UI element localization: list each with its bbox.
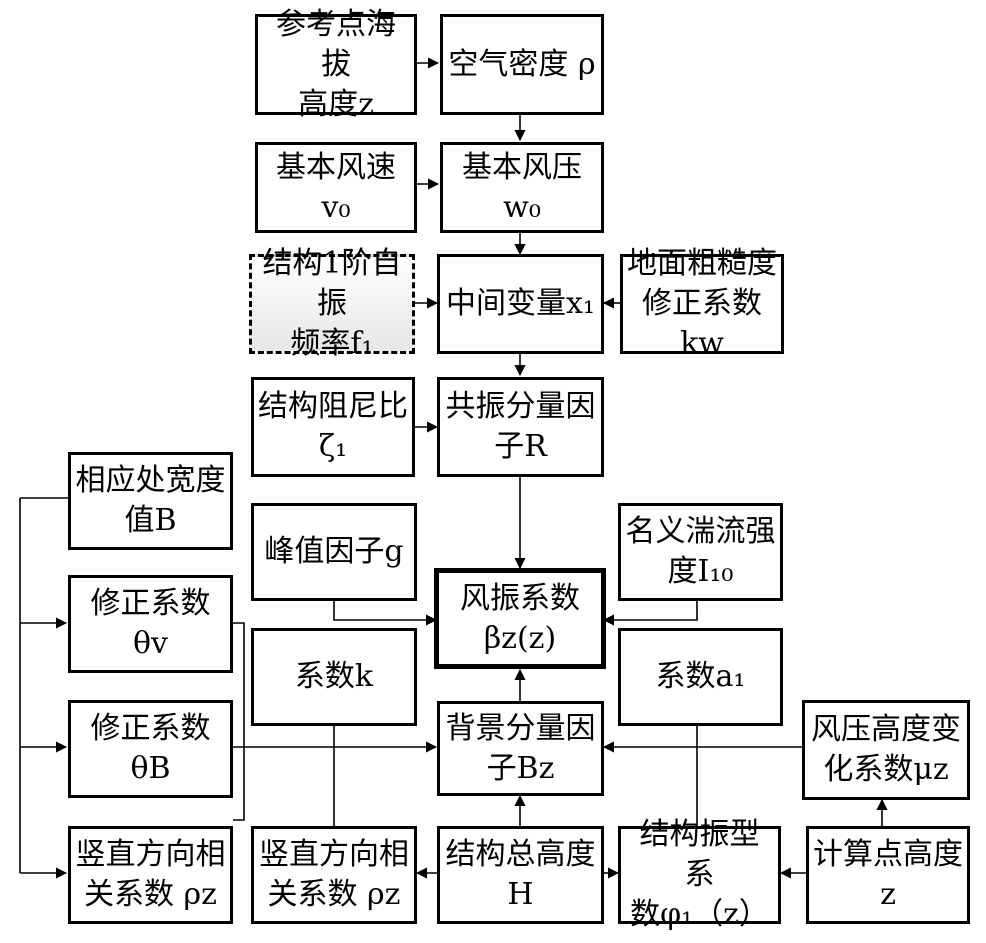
box-peak-factor: 峰值因子g [251, 503, 417, 601]
box-turbulence-intensity: 名义湍流强 度I₁₀ [618, 503, 783, 601]
box-ref-altitude: 参考点海拔 高度z [255, 7, 417, 122]
box-width-b: 相应处宽度 值B [68, 452, 233, 550]
box-total-height-label: 结构总高度 H [445, 837, 596, 912]
box-natural-frequency: 结构1阶自振 频率f₁ [249, 246, 415, 361]
box-vertical-correlation-mid-label: 竖直方向相 关系数 ρz [259, 837, 409, 912]
box-wind-vibration-coefficient: 风振系数 βz(z) [434, 568, 606, 669]
box-damping-ratio: 结构阻尼比 ζ₁ [251, 377, 415, 477]
box-mode-shape: 结构振型系 数φ₁（z） [618, 817, 781, 932]
box-theta-v-label: 修正系数θv [90, 586, 211, 661]
box-calc-height-label: 计算点高度z [813, 837, 963, 912]
box-background-factor: 背景分量因 子Bz [437, 701, 604, 796]
box-damping-ratio-label: 结构阻尼比 ζ₁ [258, 389, 408, 464]
box-vertical-correlation-mid: 竖直方向相 关系数 ρz [251, 826, 417, 924]
box-basic-speed-label: 基本风速v₀ [276, 149, 396, 225]
box-basic-pressure-label: 基本风压w₀ [462, 149, 582, 225]
box-wind-vibration-coefficient-label: 风振系数 βz(z) [460, 580, 580, 656]
box-coef-k-label: 系数k [294, 659, 374, 694]
box-basic-speed: 基本风速v₀ [255, 142, 417, 233]
box-mode-shape-label: 结构振型系 数φ₁（z） [630, 817, 769, 932]
box-basic-pressure: 基本风压w₀ [440, 142, 604, 233]
box-total-height: 结构总高度 H [437, 826, 604, 924]
box-vertical-correlation-left-label: 竖直方向相 关系数 ρz [75, 837, 226, 912]
box-coef-a1-label: 系数a₁ [655, 659, 746, 694]
box-theta-v: 修正系数θv [68, 575, 233, 673]
box-theta-b-label: 修正系数θB [90, 711, 211, 786]
box-background-factor-label: 背景分量因 子Bz [445, 710, 596, 786]
box-coef-k: 系数k [251, 628, 417, 726]
box-width-b-label: 相应处宽度 值B [75, 463, 226, 538]
box-height-variation-label: 风压高度变 化系数μz [811, 712, 961, 787]
box-roughness: 地面粗糙度 修正系数kw [620, 246, 784, 361]
box-peak-factor-label: 峰值因子g [264, 534, 404, 569]
box-air-density-label: 空气密度 ρ [448, 46, 596, 82]
box-theta-b: 修正系数θB [68, 700, 233, 798]
box-vertical-correlation-left: 竖直方向相 关系数 ρz [68, 826, 233, 924]
box-calc-height: 计算点高度z [806, 826, 970, 924]
box-turbulence-intensity-label: 名义湍流强 度I₁₀ [625, 514, 776, 589]
box-height-variation: 风压高度变 化系数μz [802, 700, 970, 800]
box-natural-frequency-label: 结构1阶自振 频率f₁ [262, 246, 402, 361]
box-resonance-factor-label: 共振分量因 子R [445, 389, 596, 464]
box-coef-a1: 系数a₁ [618, 628, 783, 726]
box-intermediate-x-label: 中间变量x₁ [446, 286, 595, 321]
box-resonance-factor: 共振分量因 子R [437, 377, 604, 477]
box-intermediate-x: 中间变量x₁ [437, 254, 604, 354]
box-air-density: 空气密度 ρ [440, 14, 604, 115]
box-ref-altitude-label: 参考点海拔 高度z [276, 6, 396, 122]
box-roughness-label: 地面粗糙度 修正系数kw [627, 246, 777, 361]
